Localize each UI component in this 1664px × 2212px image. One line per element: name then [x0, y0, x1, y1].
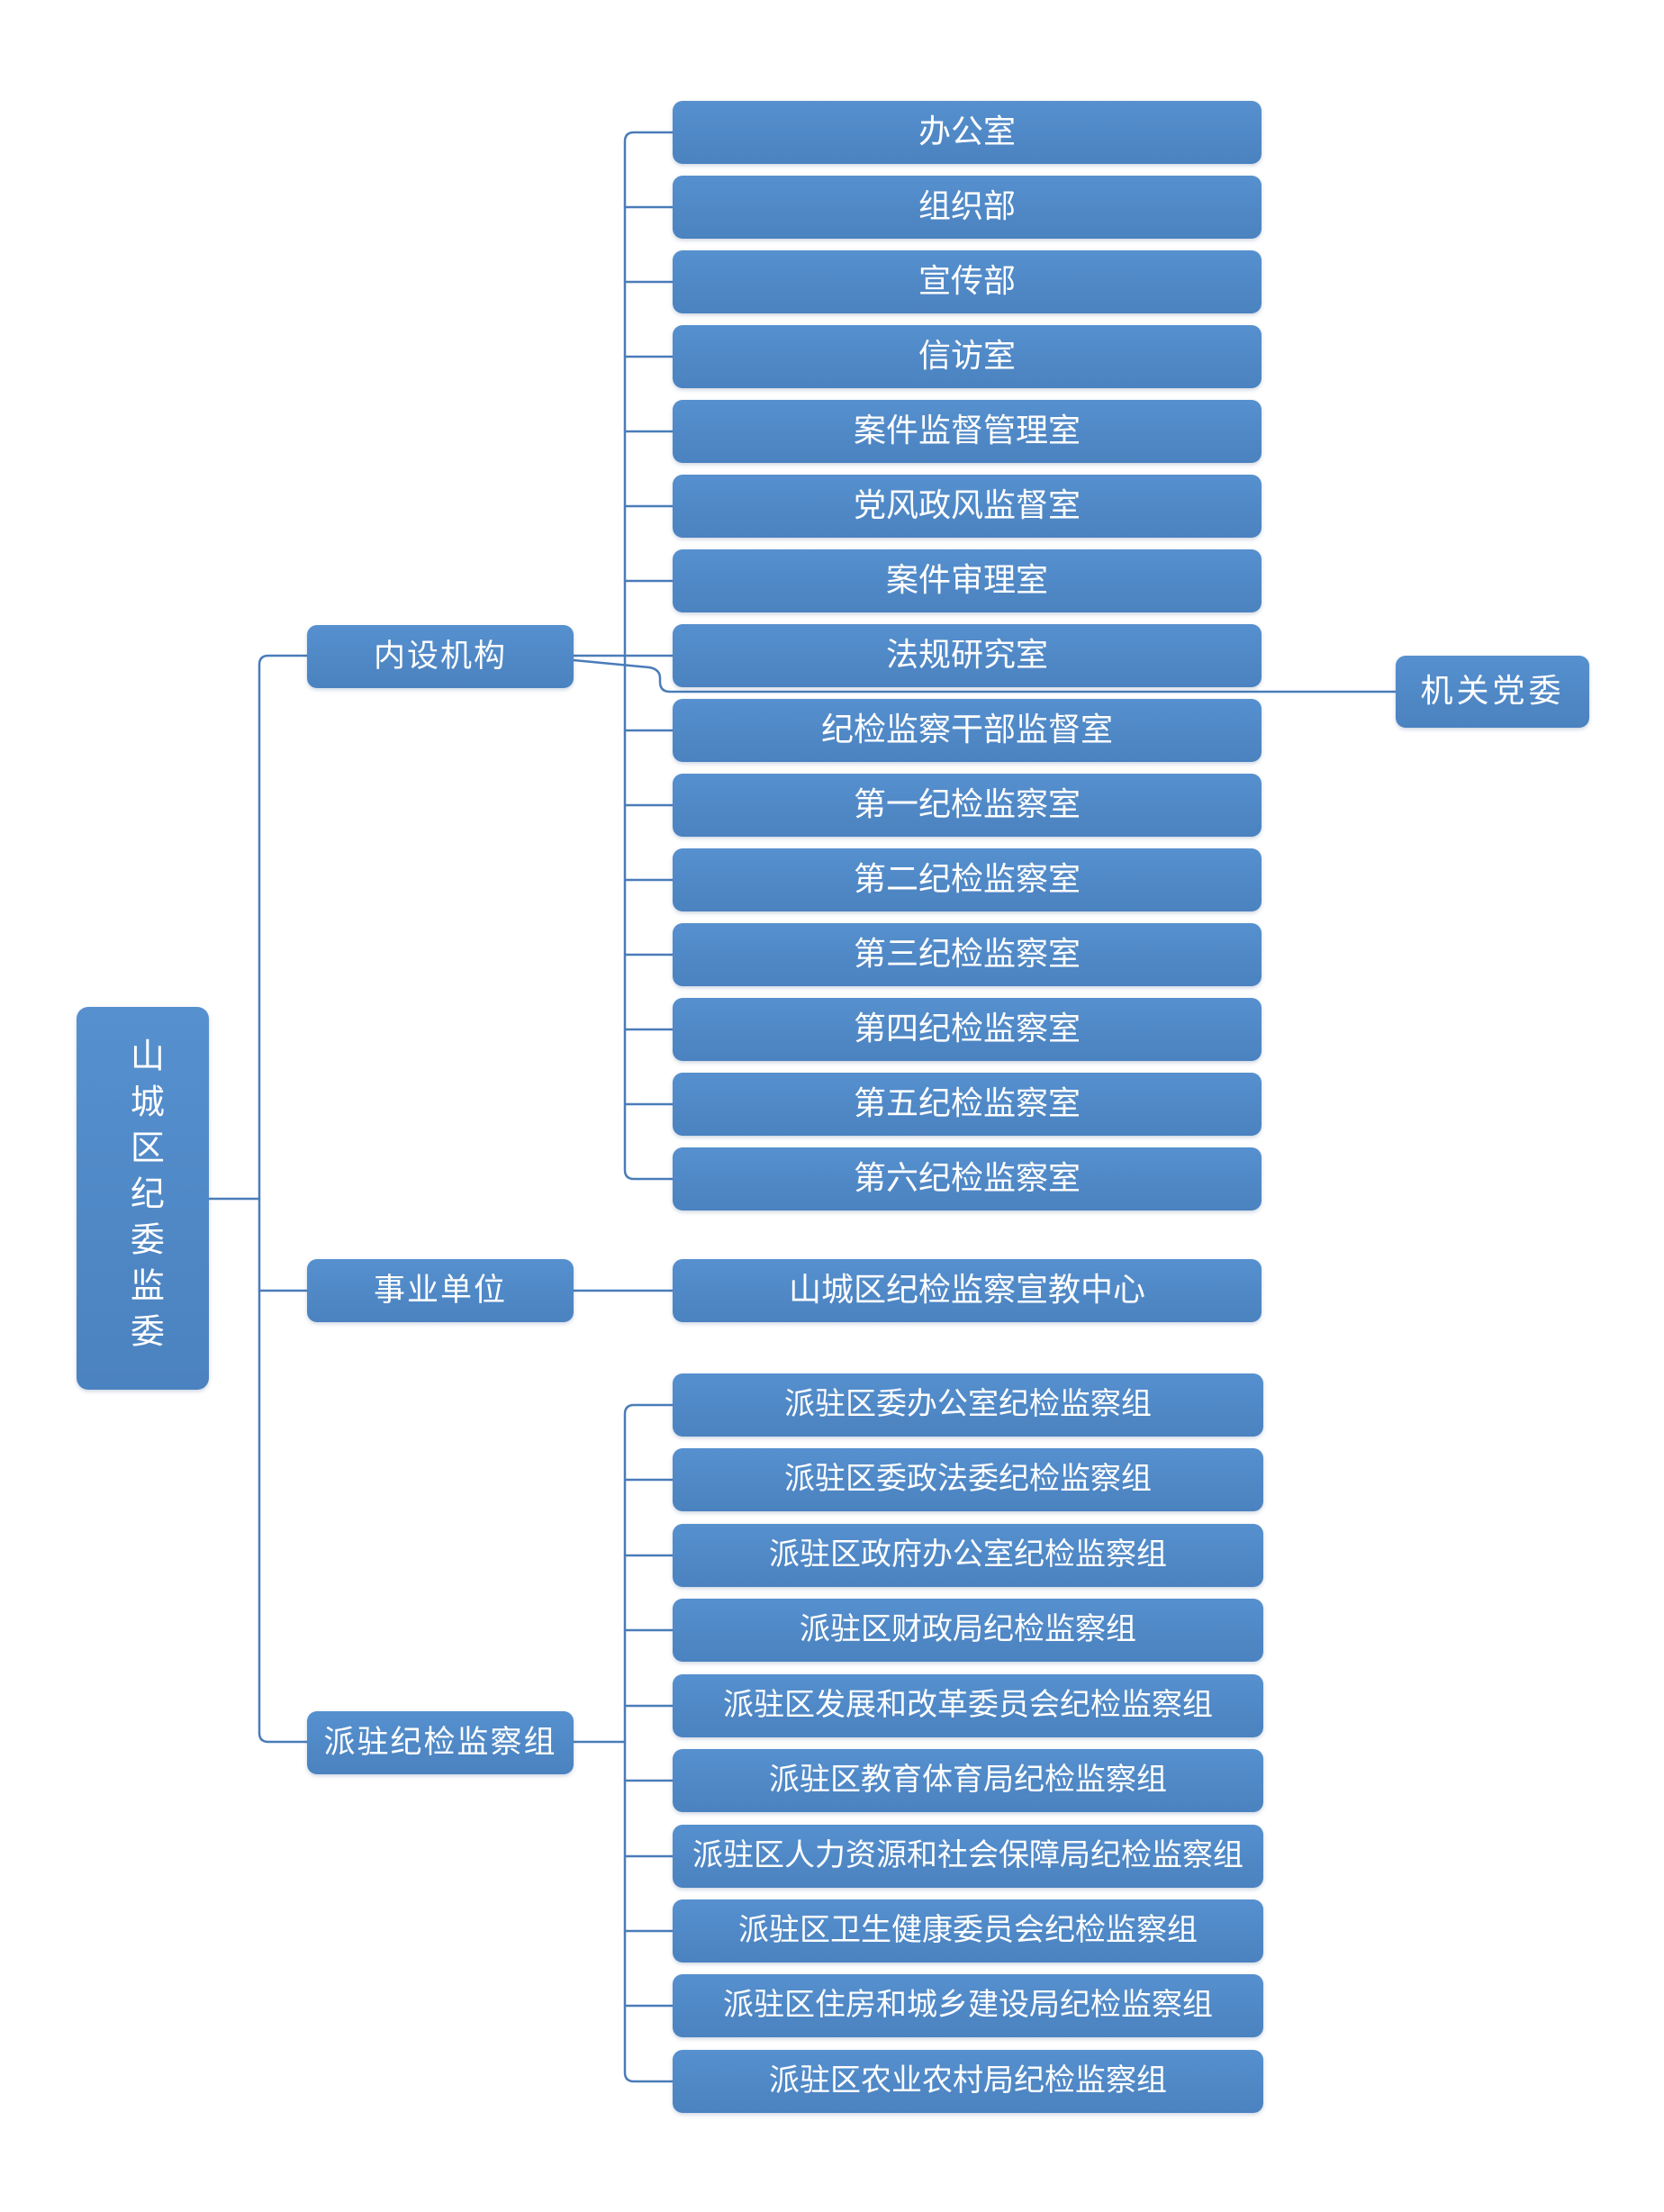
paizhu-node: 派驻区发展和改革委员会纪检监察组: [673, 1674, 1263, 1737]
paizhu-node: 派驻区卫生健康委员会纪检监察组: [673, 1899, 1263, 1963]
connector-trunk3: [623, 1403, 674, 2083]
paizhu-node: 派驻区人力资源和社会保障局纪检监察组: [673, 1825, 1263, 1888]
paizhu-node: 派驻区委政法委纪检监察组: [673, 1448, 1263, 1511]
dept-node: 第一纪检监察室: [673, 774, 1262, 837]
connector-jiguan-dangwei: [572, 658, 1397, 694]
dept-node: 第六纪检监察室: [673, 1147, 1262, 1210]
paizhu-node: 派驻区政府办公室纪检监察组: [673, 1524, 1263, 1587]
paizhu-node: 派驻区农业农村局纪检监察组: [673, 2050, 1263, 2113]
paizhu-node: 派驻区住房和城乡建设局纪检监察组: [673, 1974, 1263, 2037]
dept-node: 第四纪检监察室: [673, 998, 1262, 1061]
connector-trunk1: [623, 131, 674, 1181]
shiye-child-node: 山城区纪检监察宣教中心: [673, 1259, 1262, 1322]
dept-node: 组织部: [673, 176, 1262, 239]
paizhu-node: 派驻区财政局纪检监察组: [673, 1599, 1263, 1662]
dept-node: 第三纪检监察室: [673, 923, 1262, 986]
dept-node: 法规研究室: [673, 624, 1262, 687]
dept-node: 纪检监察干部监督室: [673, 699, 1262, 762]
dept-node: 案件监督管理室: [673, 400, 1262, 463]
dept-node: 宣传部: [673, 250, 1262, 313]
branch-neishe-jigou: 内设机构: [307, 625, 574, 688]
branch-paizhu-zu: 派驻纪检监察组: [307, 1711, 574, 1774]
dept-node: 办公室: [673, 101, 1262, 164]
dept-node: 信访室: [673, 325, 1262, 388]
paizhu-node: 派驻区委办公室纪检监察组: [673, 1373, 1263, 1437]
paizhu-node: 派驻区教育体育局纪检监察组: [673, 1749, 1263, 1812]
dept-node: 第二纪检监察室: [673, 848, 1262, 911]
dept-node: 党风政风监督室: [673, 475, 1262, 538]
org-root-node: 山城区纪委监委: [77, 1007, 209, 1390]
dept-node: 案件审理室: [673, 549, 1262, 612]
dept-node: 第五纪检监察室: [673, 1073, 1262, 1136]
org-root-label: 山城区纪委监委: [124, 1038, 163, 1359]
jiguan-dangwei-node: 机关党委: [1396, 656, 1589, 728]
connector-main-trunk: [258, 654, 309, 1744]
branch-shiye-danwei: 事业单位: [307, 1259, 574, 1322]
